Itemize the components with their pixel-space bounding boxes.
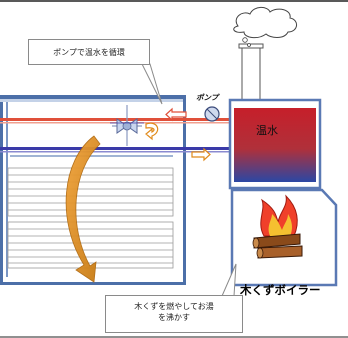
pump-callout-text: ポンプで温水を循環 bbox=[53, 48, 125, 57]
chimney bbox=[238, 43, 264, 102]
greenhouse-frame bbox=[0, 95, 186, 285]
hot-water-label: 温水 bbox=[256, 124, 278, 137]
plant-rack-lower bbox=[7, 221, 174, 269]
cold-water-pipe bbox=[0, 147, 232, 153]
hot-water-tank bbox=[228, 98, 322, 190]
flow-arrow-icon bbox=[145, 122, 159, 141]
flow-arrow-icon bbox=[191, 147, 211, 162]
boiler-callout: 木くずを燃やしてお湯 を沸かす bbox=[105, 295, 243, 333]
plant-rack-upper bbox=[7, 167, 174, 217]
pump-callout: ポンプで温水を循環 bbox=[28, 39, 150, 65]
air-flow-arrow bbox=[65, 135, 101, 283]
pipe-tray bbox=[10, 155, 173, 157]
flow-arrow-icon bbox=[165, 107, 187, 122]
cloud-icon bbox=[233, 6, 297, 47]
fan-icon bbox=[110, 105, 144, 146]
pump-label: ポンプ bbox=[196, 93, 219, 102]
fire-icon bbox=[252, 194, 303, 259]
callout-bottom-pointer bbox=[221, 263, 237, 297]
boiler-label: 木くずボイラー bbox=[240, 283, 321, 297]
pump-icon bbox=[204, 106, 220, 122]
